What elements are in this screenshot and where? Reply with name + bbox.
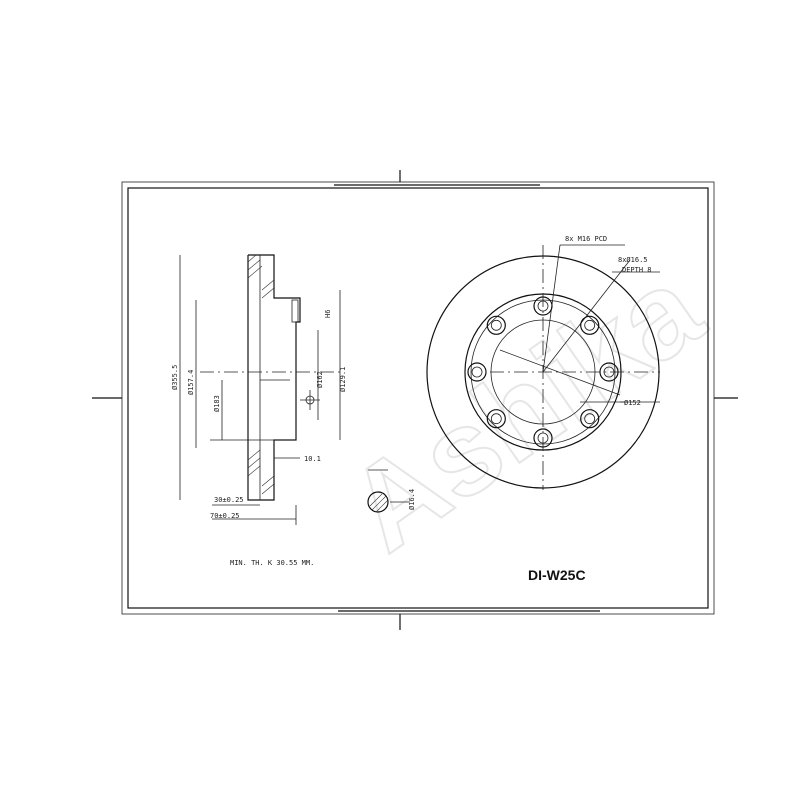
- bolt-hole-inner: [603, 366, 615, 378]
- dim-width-b: 70±0.25: [210, 512, 240, 520]
- dim-hub-height: H6: [324, 310, 332, 318]
- model-code: DI-W25C: [528, 567, 586, 583]
- dim-offset: 10.1: [304, 455, 321, 463]
- bolt-hole-inner: [537, 300, 549, 312]
- dim-holes-depth: DEPTH 8: [622, 266, 652, 274]
- bolt-hole: [486, 315, 506, 335]
- bolt-hole-inner: [584, 413, 596, 425]
- hatch-top: [247, 254, 275, 299]
- bolt-hole-inner: [584, 319, 596, 331]
- front-view: [426, 244, 660, 490]
- bolt-hole: [580, 315, 600, 335]
- bolt-hole: [580, 409, 600, 429]
- hatch-bottom: [247, 449, 275, 495]
- bolt-hole: [486, 409, 506, 429]
- dim-ref-left: Ø183: [213, 395, 221, 412]
- bolt-hole: [533, 296, 553, 316]
- side-section-view: [179, 254, 341, 525]
- bolt-hole-inner: [490, 319, 502, 331]
- dim-width-a: 30±0.25: [214, 496, 244, 504]
- dim-hub-dia: Ø162: [316, 371, 324, 388]
- drawing-frame: [92, 170, 738, 630]
- cross-section-icon: [367, 469, 410, 513]
- bolt-hole: [599, 362, 619, 382]
- bolt-hole-group: [467, 296, 619, 448]
- min-thickness-note: MIN. TH. K 30.55 MM.: [230, 559, 314, 567]
- watermark: Ashika: [325, 241, 725, 577]
- dim-section-mark: Ø16.4: [408, 489, 416, 510]
- dim-pcd-note: 8x M16 PCD: [565, 235, 607, 243]
- dim-outer-dia: Ø355.5: [171, 365, 179, 390]
- bolt-hole-inner: [537, 432, 549, 444]
- dim-holes-note: 8xØ16.5: [618, 256, 648, 264]
- bolt-hole: [533, 428, 553, 448]
- bolt-hole: [467, 362, 487, 382]
- datum-target-icon: [300, 390, 320, 410]
- bolt-hole-inner: [471, 366, 483, 378]
- dim-inner-dia: Ø157.4: [187, 370, 195, 395]
- dim-center-dia: Ø152: [624, 399, 641, 407]
- bolt-hole-inner: [490, 413, 502, 425]
- dim-pilot-dia: Ø129.1: [339, 367, 347, 392]
